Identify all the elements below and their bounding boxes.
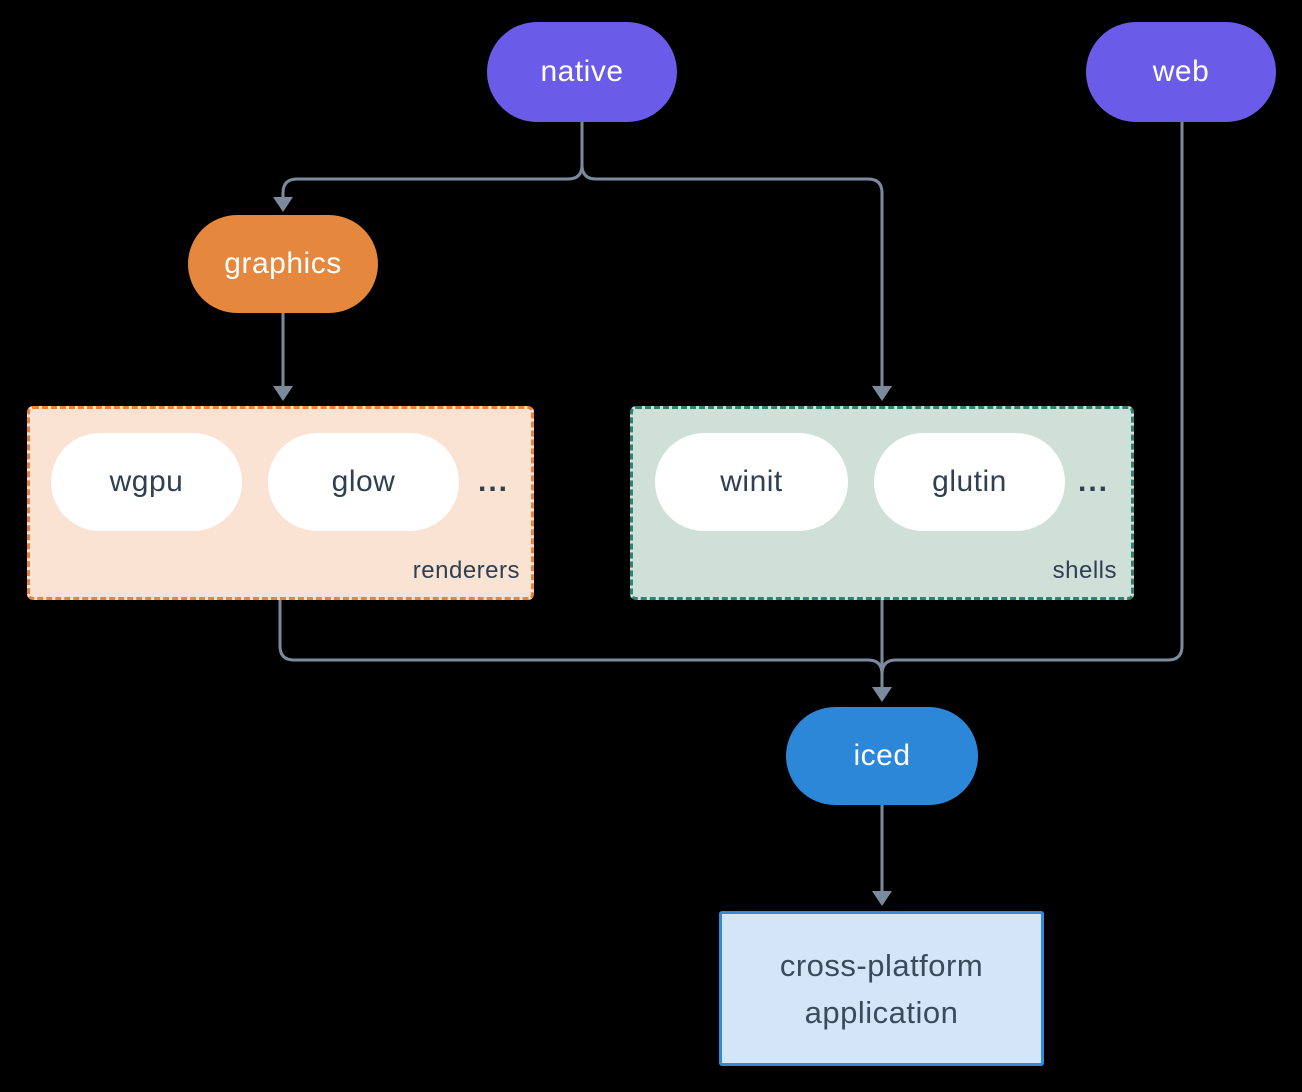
pill-glutin-label: glutin [932, 465, 1007, 498]
pill-wgpu: wgpu [51, 433, 242, 531]
arrowhead-application [872, 891, 892, 906]
pill-winit: winit [655, 433, 848, 531]
pill-winit-label: winit [720, 465, 783, 498]
node-application: cross-platform application [719, 911, 1044, 1066]
edge-native-shells [580, 163, 884, 388]
node-graphics-label: graphics [224, 247, 342, 280]
node-iced-label: iced [853, 739, 911, 772]
arrowhead-renderers [273, 386, 293, 401]
renderers-group-label: renderers [412, 557, 520, 584]
pill-wgpu-label: wgpu [109, 465, 184, 498]
pill-glow-label: glow [331, 465, 396, 498]
node-graphics: graphics [188, 215, 378, 313]
application-label-line2: application [804, 994, 959, 1030]
node-native-label: native [540, 55, 624, 88]
shells-ellipsis: ... [1077, 465, 1109, 498]
arrowhead-shells [872, 386, 892, 401]
group-shells: winit glutin ... shells [630, 406, 1134, 600]
node-native: native [487, 22, 677, 122]
application-label-line1: cross-platform [779, 947, 984, 983]
renderers-ellipsis: ... [477, 465, 509, 498]
shells-group-label: shells [1052, 557, 1117, 584]
node-web: web [1086, 22, 1276, 122]
edge-renderers-junction [278, 598, 884, 676]
group-renderers: wgpu glow ... renderers [27, 406, 534, 600]
edge-web-junction [880, 120, 1184, 676]
pill-glow: glow [268, 433, 459, 531]
edge-native-graphics [281, 120, 584, 199]
arrowhead-graphics [273, 197, 293, 212]
node-iced: iced [786, 707, 978, 805]
arrowhead-iced [872, 687, 892, 702]
node-web-label: web [1152, 55, 1210, 88]
pill-glutin: glutin [874, 433, 1065, 531]
